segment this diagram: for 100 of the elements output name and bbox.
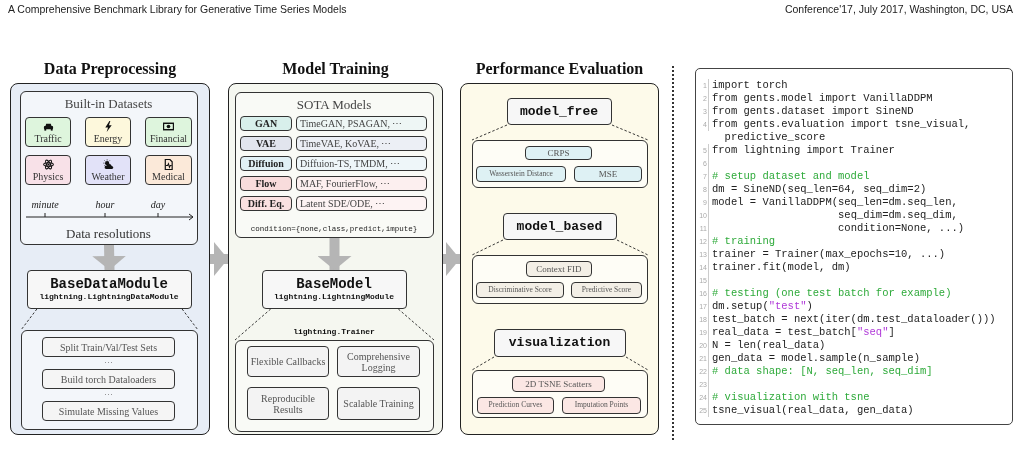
dashed-connector <box>181 308 199 331</box>
item-text: Reproducible Results <box>260 392 316 415</box>
dataset-tile <box>25 155 71 185</box>
code-line: test_batch = next(iter(dm.test_dataloader())) <box>712 313 996 325</box>
tick-label: day <box>150 199 166 210</box>
category-tag <box>240 156 292 171</box>
block-arrow <box>92 244 127 271</box>
dashed-connector <box>625 356 649 371</box>
code-line: model = VanillaDDPM(seq_len=dm.seq_len, <box>712 196 958 208</box>
code-line: tsne_visual(real_data, gen_data) <box>712 404 914 416</box>
code-line: # testing (one test batch for example) <box>712 287 952 299</box>
tile-label: Financial <box>149 132 188 144</box>
dashed-connector <box>471 239 504 256</box>
code-line: dm.setup("test") <box>712 300 813 312</box>
tile-label: Medical <box>152 170 185 182</box>
class-box <box>261 269 407 309</box>
item-text: Flexible Callbacks <box>250 356 326 367</box>
item-text: Context FID <box>536 264 582 274</box>
feature-box <box>42 337 175 357</box>
feature-box <box>42 369 175 389</box>
feature-box <box>574 166 642 182</box>
code-line: from lightning import Trainer <box>712 144 895 156</box>
class-box <box>26 269 192 309</box>
model-list-box <box>296 196 427 211</box>
code-line: # training <box>712 235 775 247</box>
item-text: Diffuion-TS, TMDM, ⋯ <box>299 158 401 169</box>
class-box <box>502 212 617 240</box>
box-title: SOTA Models <box>295 96 373 113</box>
category-label: VAE <box>256 138 276 149</box>
code-line: gen_data = model.sample(n_sample) <box>712 352 920 364</box>
code-line: from gents.model import VanillaDDPM <box>712 92 933 104</box>
category-label: Flow <box>255 178 277 189</box>
dashed-connector <box>611 124 649 141</box>
feature-box <box>562 397 641 414</box>
group-box <box>234 91 434 238</box>
feature-box <box>247 346 329 377</box>
dashed-connector <box>20 308 38 331</box>
running-header: Conference'17, July 2017, Washington, DC, USA <box>784 3 1013 15</box>
tick-label: minute <box>31 199 59 210</box>
detail-box <box>20 329 198 430</box>
box-title: Built-in Datasets <box>63 95 154 112</box>
feature-box <box>42 401 175 421</box>
running-header: A Comprehensive Benchmark Library for Generative Time Series Models <box>8 3 347 15</box>
category-label: Diff. Eq. <box>247 198 285 209</box>
dataset-tile <box>85 155 131 185</box>
class-box <box>493 328 626 357</box>
group-box <box>19 90 198 245</box>
code-line: # data shape: [N, seq_len, seq_dim] <box>712 365 933 377</box>
dashed-connector <box>616 239 649 256</box>
item-text: Comprehensive Logging <box>346 350 411 373</box>
category-tag <box>240 116 292 131</box>
dashed-connector <box>471 124 508 141</box>
feature-box <box>571 282 642 298</box>
model-list-box <box>296 116 427 131</box>
block-arrow <box>210 242 228 276</box>
block-arrow <box>317 238 352 270</box>
category-tag <box>240 136 292 151</box>
ellipsis: ... <box>104 356 114 365</box>
tile-label: Physics <box>32 170 64 182</box>
model-list-box <box>296 136 427 151</box>
tile-label: Energy <box>93 132 123 144</box>
feature-box <box>337 346 420 377</box>
item-text: Build torch Dataloaders <box>60 373 157 385</box>
code-line: seq_dim=dm.seq_dim, <box>837 209 958 221</box>
code-line: trainer.fit(model, dm) <box>712 261 851 273</box>
tile-label: Weather <box>91 170 125 182</box>
code-line: dm = SineND(seq_len=64, seq_dim=2) <box>712 183 927 195</box>
category-label: GAN <box>254 118 278 129</box>
item-text: Split Train/Val/Test Sets <box>59 341 158 353</box>
item-text: Simulate Missing Values <box>58 405 159 417</box>
item-text: 2D TSNE Scatters <box>525 379 592 389</box>
class-path: lightning.LightningDataModule <box>39 292 179 302</box>
feature-box <box>337 387 420 420</box>
class-box <box>506 97 612 125</box>
feature-box <box>477 397 554 414</box>
class-path: lightning.LightningModule <box>274 292 394 302</box>
ellipsis: ... <box>104 388 114 397</box>
category-tag <box>240 176 292 191</box>
panel-heading: Performance Evaluation <box>474 60 645 78</box>
code-line: from gents.dataset import SineND <box>712 105 914 117</box>
item-text: TimeGAN, PSAGAN, ⋯ <box>299 118 403 129</box>
category-tag <box>240 196 292 211</box>
item-text: TimeVAE, KoVAE, ⋯ <box>299 138 392 149</box>
code-line: import torch <box>712 79 788 91</box>
code-line: # visualization with tsne <box>712 391 870 403</box>
code-line: condition=None, ...) <box>837 222 965 234</box>
item-text: MAF, FourierFlow, ⋯ <box>299 178 391 189</box>
feature-box <box>526 261 592 277</box>
class-name: visualization <box>508 335 611 350</box>
dataset-tile <box>145 155 192 185</box>
feature-box <box>247 387 329 420</box>
model-list-box <box>296 156 427 171</box>
class-name: model_based <box>516 218 603 234</box>
item-text: Scalable Training <box>343 398 414 409</box>
code-line: # setup dataset and model <box>712 170 870 182</box>
item-text: Latent SDE/ODE, ⋯ <box>299 198 386 209</box>
item-text: MSE <box>598 169 618 179</box>
class-name: BaseDataModule <box>50 276 168 292</box>
trainer-label: lightning.Trainer <box>292 326 376 336</box>
code-line: N = len(real_data) <box>712 339 826 351</box>
